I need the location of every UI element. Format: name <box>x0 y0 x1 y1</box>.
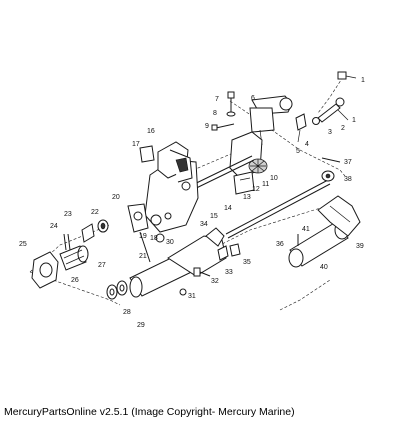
label-30: 30 <box>166 239 174 246</box>
label-7: 7 <box>215 96 219 103</box>
label-39: 39 <box>356 243 364 250</box>
label-16: 16 <box>147 128 155 135</box>
label-9: 9 <box>205 123 209 130</box>
part-10-13-cam-assembly <box>229 131 268 195</box>
part-30-31-tube <box>129 233 227 298</box>
label-32: 32 <box>211 278 219 285</box>
label-29: 29 <box>137 322 145 329</box>
part-32-35-fittings <box>193 227 241 277</box>
label-15: 15 <box>210 213 218 220</box>
label-6: 6 <box>251 95 255 102</box>
part-28-29-washers <box>106 280 128 300</box>
part-39-41-cylinder <box>288 195 361 268</box>
label-21: 21 <box>139 253 147 260</box>
label-38: 38 <box>344 176 352 183</box>
label-33: 33 <box>225 269 233 276</box>
label-22: 22 <box>91 209 99 216</box>
label-40: 40 <box>320 264 328 271</box>
label-11: 11 <box>262 181 269 188</box>
label-41: 41 <box>302 226 310 233</box>
label-28: 28 <box>123 309 131 316</box>
label-13: 13 <box>243 194 251 201</box>
part-15-18-housing <box>139 141 199 233</box>
part-36-rod <box>225 179 331 239</box>
label-19: 19 <box>139 233 147 240</box>
label-8: 8 <box>213 110 217 117</box>
part-25-27-end-cap <box>31 245 89 289</box>
label-3: 3 <box>328 129 332 136</box>
label-26: 26 <box>71 277 79 284</box>
label-27: 27 <box>98 262 106 269</box>
label-14: 14 <box>224 205 232 212</box>
label-25: 25 <box>19 241 27 248</box>
label-24: 24 <box>50 223 58 230</box>
image-caption: MercuryPartsOnline v2.5.1 (Image Copyrig… <box>4 406 295 418</box>
part-37-38-fittings <box>321 157 341 182</box>
label-37: 37 <box>344 159 352 166</box>
part-labels: 1 2 3 1 4 5 6 7 8 9 10 11 12 13 14 15 16… <box>19 77 365 329</box>
label-10: 10 <box>270 175 278 182</box>
label-31: 31 <box>188 293 196 300</box>
label-20: 20 <box>112 194 120 201</box>
label-17: 17 <box>132 141 140 148</box>
part-6-lever <box>249 95 293 146</box>
part-7-8-9-bolts <box>211 91 236 131</box>
label-34: 34 <box>200 221 208 228</box>
label-23: 23 <box>64 211 72 218</box>
label-12: 12 <box>252 186 260 193</box>
part-1-nut <box>337 71 357 80</box>
label-5: 5 <box>296 148 300 155</box>
part-2-3-link-rod <box>312 97 349 125</box>
label-18: 18 <box>150 235 158 242</box>
part-22-24-fittings <box>63 219 109 251</box>
part-4-5-clip <box>295 113 307 143</box>
parts-diagram-area: 1 2 3 1 4 5 6 7 8 9 10 11 12 13 14 15 16… <box>19 71 365 329</box>
label-35: 35 <box>243 259 251 266</box>
part-19-21-link <box>127 203 151 263</box>
label-1: 1 <box>361 77 365 84</box>
exploded-parts-diagram: 1 2 3 1 4 5 6 7 8 9 10 11 12 13 14 15 16… <box>19 71 365 329</box>
label-4: 4 <box>305 141 309 148</box>
label-2: 2 <box>341 125 345 132</box>
label-1b: 1 <box>352 117 356 124</box>
label-36: 36 <box>276 241 284 248</box>
